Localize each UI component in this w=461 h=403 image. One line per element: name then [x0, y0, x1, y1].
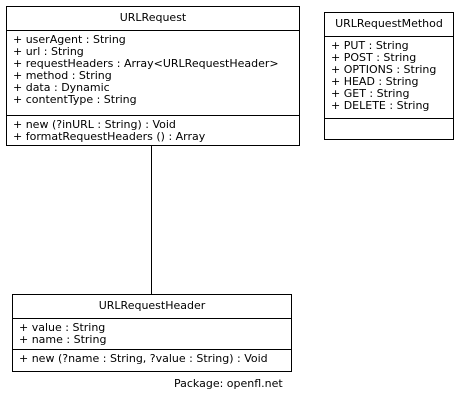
attribute-list-urlrequestmethod: + PUT : String + POST : String + OPTIONS… — [325, 37, 453, 118]
attribute-user-agent: + userAgent : String — [13, 33, 126, 46]
attribute-content-type: + contentType : String — [13, 93, 137, 106]
attribute-request-headers: + requestHeaders : Array<URLRequestHeade… — [13, 57, 279, 70]
operation-format-request-headers: + formatRequestHeaders () : Array — [13, 130, 206, 143]
attribute-put: + PUT : String — [331, 39, 409, 52]
attribute-method: + method : String — [13, 69, 112, 82]
class-name-urlrequest: URLRequest — [7, 7, 299, 31]
association-line — [151, 146, 152, 294]
operation-list-urlrequest: + new (?inURL : String) : Void + formatR… — [7, 115, 299, 146]
attribute-url: + url : String — [13, 45, 84, 58]
attribute-list-urlrequest: + userAgent : String + url : String + re… — [7, 31, 299, 115]
attribute-list-urlrequestheader: + value : String + name : String — [13, 319, 291, 349]
operation-list-urlrequestheader: + new (?name : String, ?value : String) … — [13, 349, 291, 368]
operation-list-urlrequestmethod — [325, 118, 453, 125]
class-box-urlrequestmethod: URLRequestMethod + PUT : String + POST :… — [324, 12, 454, 140]
attribute-post: + POST : String — [331, 51, 417, 64]
attribute-get: + GET : String — [331, 87, 410, 100]
package-label: Package: openfl.net — [174, 377, 283, 390]
class-box-urlrequest: URLRequest + userAgent : String + url : … — [6, 6, 300, 146]
class-name-urlrequestheader: URLRequestHeader — [13, 295, 291, 319]
attribute-delete: + DELETE : String — [331, 99, 430, 112]
attribute-head: + HEAD : String — [331, 75, 419, 88]
class-name-urlrequestmethod: URLRequestMethod — [325, 13, 453, 37]
operation-new-header: + new (?name : String, ?value : String) … — [19, 352, 268, 365]
attribute-value: + value : String — [19, 321, 106, 334]
attribute-name: + name : String — [19, 333, 107, 346]
operation-new: + new (?inURL : String) : Void — [13, 118, 176, 131]
class-box-urlrequestheader: URLRequestHeader + value : String + name… — [12, 294, 292, 372]
attribute-options: + OPTIONS : String — [331, 63, 437, 76]
attribute-data: + data : Dynamic — [13, 81, 110, 94]
